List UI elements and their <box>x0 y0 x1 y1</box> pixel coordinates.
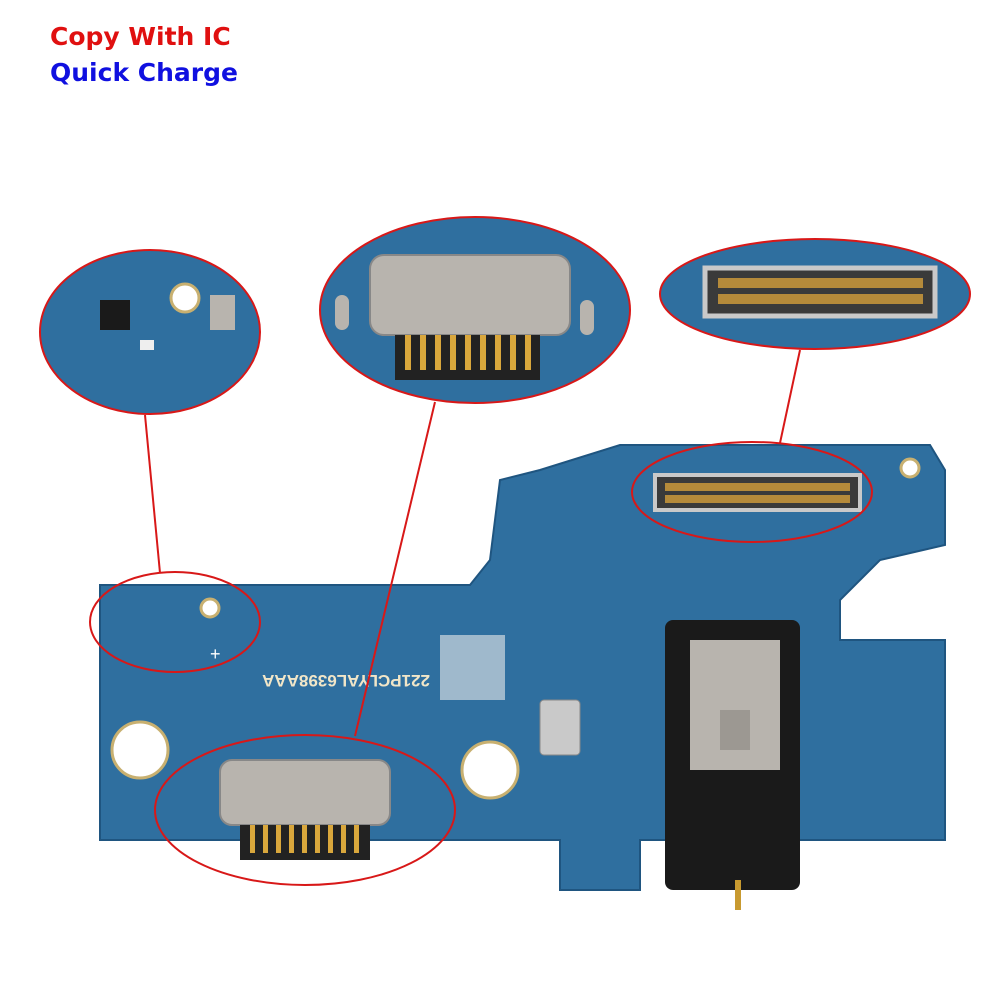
highlight-btb-connector <box>631 441 873 543</box>
mounting-hole <box>199 597 221 619</box>
qr-code <box>440 635 505 700</box>
leader-line <box>144 414 161 574</box>
highlight-usb-port <box>154 734 456 886</box>
mounting-hole <box>899 457 921 479</box>
btb-connector <box>653 473 862 512</box>
plus-mark: + <box>210 644 221 664</box>
leader-line <box>779 349 801 444</box>
callout-ic-zoom <box>39 249 261 415</box>
mounting-hole <box>110 720 170 780</box>
mounting-hole <box>460 740 520 800</box>
silkscreen-code: 221PCLYAL6398AAA <box>262 671 430 690</box>
usb-c-port <box>219 759 391 860</box>
callout-btb-zoom <box>659 238 971 350</box>
caption-quick-charge: Quick Charge <box>50 58 238 87</box>
microphone <box>539 699 581 756</box>
callout-usb-zoom <box>319 216 631 404</box>
leader-line <box>354 401 436 737</box>
caption-copy-with-ic: Copy With IC <box>50 22 231 51</box>
audio-jack <box>665 620 800 910</box>
highlight-ic-area <box>89 571 261 673</box>
